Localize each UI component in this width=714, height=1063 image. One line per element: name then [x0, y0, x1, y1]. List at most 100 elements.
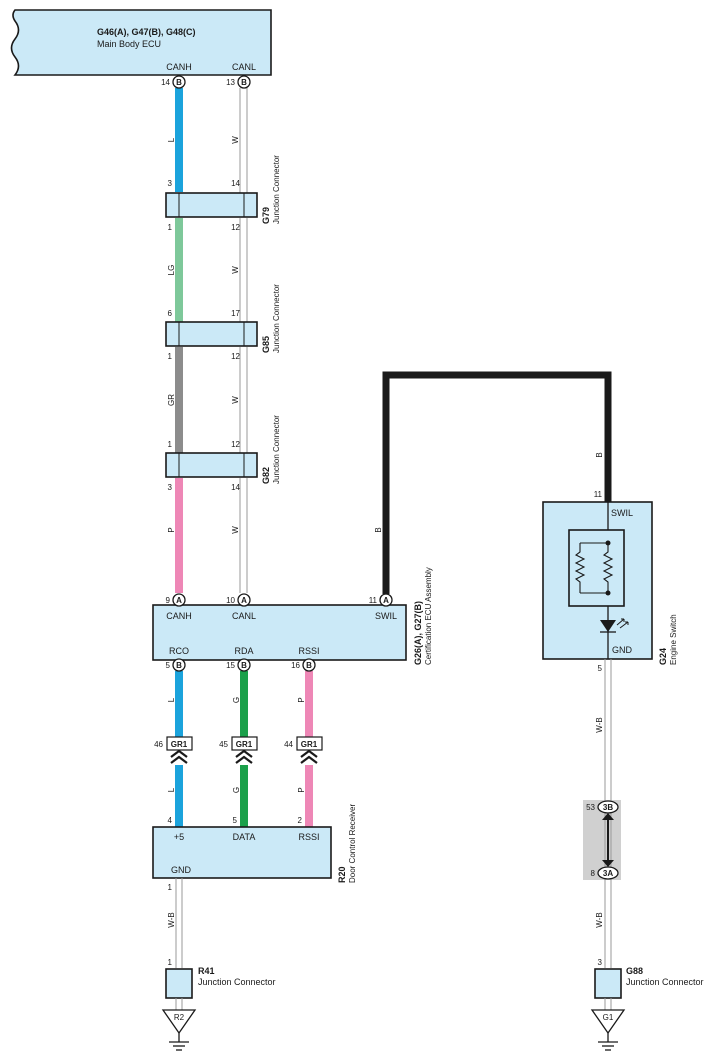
wire-label-wb-right-2: W-B [595, 912, 604, 927]
wire-label-w-1: W [231, 136, 240, 144]
gr1-pin-46: 46 [154, 740, 163, 749]
r41-pin: 1 [168, 958, 173, 967]
rssi-wire-1 [305, 671, 313, 737]
cert-ecu-pin-15b-num: 15 [226, 661, 235, 670]
g24-box [542, 501, 653, 660]
cert-ecu-pin-10 [237, 593, 251, 607]
main-ecu-pin-14 [172, 75, 186, 89]
cert-ecu-pin-16b-num: 16 [291, 661, 300, 670]
g85-pin-bot-canh: 1 [168, 352, 173, 361]
inline-bottom-num: 8 [591, 869, 596, 878]
g82-pin-top-canl: 12 [231, 440, 240, 449]
ground-symbol-g1: G1 [590, 1009, 626, 1051]
cert-ecu-label-canl: CANL [232, 611, 256, 621]
g24-pin-bottom: 5 [598, 664, 603, 673]
canh-wire-lg [175, 218, 183, 322]
g79-id: G79 [261, 207, 271, 224]
wire-label-b-left: B [374, 527, 383, 532]
r20-label-gnd: GND [171, 865, 192, 875]
g85-box [165, 321, 258, 347]
cert-ecu-pin-11 [379, 593, 393, 607]
g82-pin-top-canh: 1 [168, 440, 173, 449]
wire-label-rda-2: G [232, 787, 241, 793]
inline-top-num: 53 [586, 803, 595, 812]
cert-ecu-pin-15b-conn: B [241, 661, 247, 670]
led-icon [600, 620, 616, 632]
ground-symbol-r2: R2 [161, 1009, 197, 1051]
r41-box [165, 968, 193, 999]
gr1-connector-rssi: GR1 44 [284, 736, 323, 764]
cert-ecu-pin-5b-num: 5 [166, 661, 171, 670]
canl-wire [239, 88, 248, 593]
g85-name: Junction Connector [272, 284, 281, 353]
cert-ecu-pin-11-num: 11 [369, 596, 378, 605]
cert-ecu-box [152, 604, 407, 661]
r20-label-rssi: RSSI [298, 832, 319, 842]
g82-id: G82 [261, 467, 271, 484]
g82-pin-bot-canh: 3 [168, 483, 173, 492]
main-ecu-pin-13-conn: B [241, 78, 247, 87]
r20-box [152, 826, 332, 879]
g79-box [165, 192, 258, 218]
cert-ecu-id: G26(A), G27(B) [413, 601, 423, 665]
main-ecu-pin-label-canh: CANH [166, 62, 192, 72]
r41-name: Junction Connector [198, 977, 276, 987]
canh-wire-gr [175, 347, 183, 453]
rssi-wire-2 [305, 765, 313, 827]
rda-wire-2 [240, 765, 248, 827]
gr1-pin-44: 44 [284, 740, 293, 749]
resistor-icon [602, 543, 614, 593]
g85-pin-bot-canl: 12 [231, 352, 240, 361]
r20-label-data: DATA [233, 832, 256, 842]
wire-label-w-2: W [231, 266, 240, 274]
wire-label-wb-right-1: W-B [595, 717, 604, 732]
main-ecu-pin-label-canl: CANL [232, 62, 256, 72]
cert-ecu-pin-9-num: 9 [166, 596, 171, 605]
g82-pin-bot-canl: 14 [231, 483, 240, 492]
wire-label-w-3: W [231, 396, 240, 404]
resistor-icon [574, 543, 586, 593]
main-ecu-pin-14-num: 14 [161, 78, 170, 87]
r20-pin-5: 5 [233, 816, 238, 825]
main-ecu-pin-14-conn: B [176, 78, 182, 87]
canh-wire-p [175, 478, 183, 593]
swil-wire-b [382, 371, 612, 594]
ground-g1-label: G1 [603, 1013, 614, 1022]
cert-ecu-label-swil: SWIL [375, 611, 397, 621]
wire-label-rssi-2: P [297, 787, 306, 792]
r20-id: R20 [337, 866, 347, 883]
cert-ecu-pin-9-conn: A [176, 596, 182, 605]
cert-ecu-pin-16b [302, 658, 316, 672]
main-ecu-pin-13-num: 13 [226, 78, 235, 87]
r41-id: R41 [198, 966, 215, 976]
ground-r2-label: R2 [174, 1013, 185, 1022]
cert-ecu-pin-16b-conn: B [306, 661, 312, 670]
wire-label-gr: GR [167, 394, 176, 406]
main-body-ecu-box [10, 9, 272, 76]
g79-pin-top-canl: 14 [231, 179, 240, 188]
gr1-label: GR1 [171, 740, 188, 749]
g88-name: Junction Connector [626, 977, 704, 987]
main-body-ecu-name: Main Body ECU [97, 39, 161, 49]
gr1-label: GR1 [301, 740, 318, 749]
g82-box [165, 452, 258, 478]
g24-pin-top: 11 [594, 490, 603, 499]
wire-label-lg: LG [167, 265, 176, 276]
cert-ecu-label-rda: RDA [234, 646, 253, 656]
wire-label-rssi-1: P [297, 697, 306, 702]
cert-ecu-pin-15b [237, 658, 251, 672]
wire-label-rco-1: L [167, 697, 176, 702]
g79-name: Junction Connector [272, 155, 281, 224]
inline-top-label: 3B [603, 803, 613, 812]
cert-ecu-label-canh: CANH [166, 611, 192, 621]
g88-box [594, 968, 622, 999]
r20-pin-4: 4 [168, 816, 173, 825]
wire-label-rda-1: G [232, 697, 241, 703]
cert-ecu-label-rco: RCO [169, 646, 189, 656]
cert-ecu-name: Certification ECU Assembly [424, 567, 433, 665]
wire-label-w-4: W [231, 526, 240, 534]
wire-label-b-right: B [595, 452, 604, 457]
g79-pin-top-canh: 3 [168, 179, 173, 188]
r20-pin-2: 2 [298, 816, 303, 825]
